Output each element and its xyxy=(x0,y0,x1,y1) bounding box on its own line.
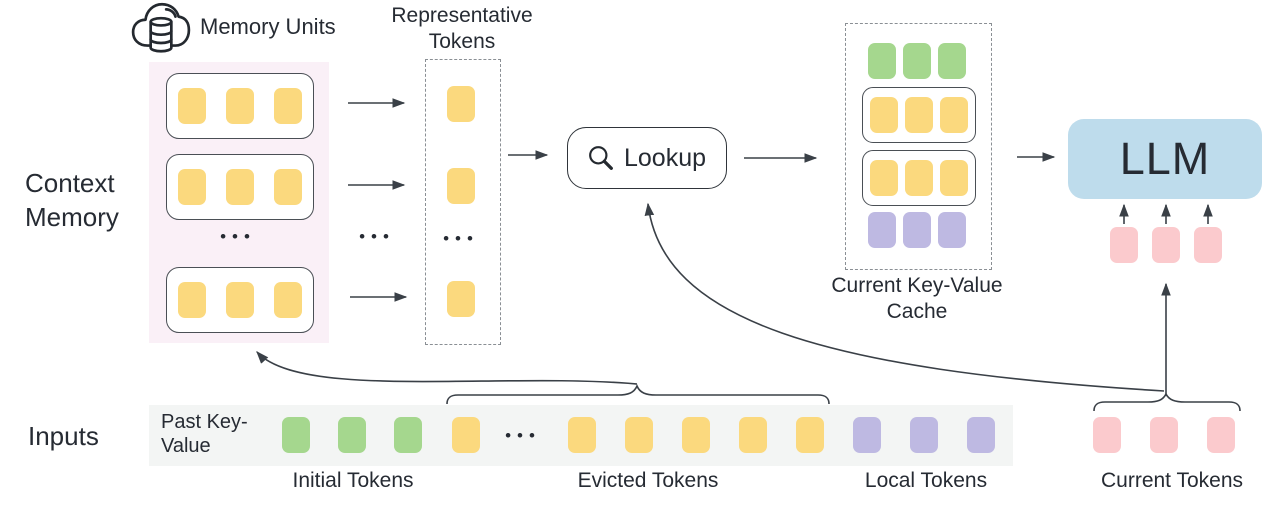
memory-token xyxy=(274,169,302,205)
inputs-label: Inputs xyxy=(28,421,99,451)
input-token-yellow xyxy=(796,417,824,453)
input-token-yellow xyxy=(568,417,596,453)
lookup-label: Lookup xyxy=(623,143,707,172)
memory-token xyxy=(178,282,206,318)
memory-unit-row xyxy=(166,267,314,333)
brace-current-tokens xyxy=(1093,392,1241,412)
input-token-purple xyxy=(910,417,938,453)
ellipsis: ••• xyxy=(220,227,256,246)
memory-token xyxy=(178,169,206,205)
brace-evicted-tokens xyxy=(446,383,830,405)
input-token-pink xyxy=(1150,417,1178,453)
memory-units-label: Memory Units xyxy=(200,14,336,39)
cache-token-purple xyxy=(868,212,896,248)
representative-token xyxy=(447,86,475,122)
input-token-yellow xyxy=(739,417,767,453)
local-tokens-label: Local Tokens xyxy=(864,469,988,492)
input-token-pink xyxy=(1207,417,1235,453)
past-key-value-label: Past Key-Value xyxy=(161,411,248,458)
current-kv-cache-label: Current Key-Value Cache xyxy=(831,274,1003,323)
cache-token-yellow xyxy=(905,160,933,196)
cache-token-green xyxy=(903,43,931,79)
memory-token xyxy=(274,282,302,318)
cache-token-purple xyxy=(938,212,966,248)
current-tokens-group xyxy=(1093,417,1235,453)
cache-local-row xyxy=(868,212,966,248)
representative-token xyxy=(447,168,475,204)
representative-tokens-panel: ••• xyxy=(425,59,501,345)
evicted-tokens-label: Evicted Tokens xyxy=(577,469,719,492)
local-tokens-group xyxy=(853,417,995,453)
llm-input-token xyxy=(1110,227,1138,263)
memory-token xyxy=(178,88,206,124)
memory-token xyxy=(226,282,254,318)
curve-evicted-to-memory xyxy=(256,351,638,385)
input-token-green xyxy=(338,417,366,453)
input-token-purple xyxy=(967,417,995,453)
memory-unit-row xyxy=(166,73,314,139)
cache-token-yellow xyxy=(905,97,933,133)
lookup-button: Lookup xyxy=(567,127,727,189)
llm-label: LLM xyxy=(1119,133,1211,184)
input-token-pink xyxy=(1093,417,1121,453)
representative-tokens-label: Representative Tokens xyxy=(391,4,533,54)
initial-tokens-group xyxy=(282,417,422,453)
cloud-database-icon xyxy=(131,2,191,53)
llm-input-token xyxy=(1194,227,1222,263)
ellipsis: ••• xyxy=(505,426,541,445)
context-memory-label: Context Memory xyxy=(25,168,119,232)
ellipsis: ••• xyxy=(359,227,395,246)
cache-token-purple xyxy=(903,212,931,248)
input-token-yellow xyxy=(625,417,653,453)
input-token-green xyxy=(282,417,310,453)
cache-token-yellow xyxy=(940,160,968,196)
input-token-yellow xyxy=(452,417,480,453)
llm-input-tokens xyxy=(1110,227,1222,263)
memory-token xyxy=(226,88,254,124)
representative-token xyxy=(447,281,475,317)
initial-tokens-label: Initial Tokens xyxy=(292,469,414,492)
search-icon xyxy=(589,146,613,170)
memory-token xyxy=(226,169,254,205)
ellipsis: ••• xyxy=(443,229,479,248)
evicted-tokens-group xyxy=(568,417,824,453)
cache-retrieved-unit xyxy=(862,87,976,143)
cache-token-green xyxy=(938,43,966,79)
current-kv-cache-panel xyxy=(845,23,992,270)
cache-token-yellow xyxy=(870,97,898,133)
memory-unit-row xyxy=(166,154,314,220)
current-tokens-label: Current Tokens xyxy=(1100,469,1244,492)
llm-box: LLM xyxy=(1068,119,1262,199)
input-token-yellow xyxy=(682,417,710,453)
cache-retrieved-unit xyxy=(862,150,976,206)
cache-token-green xyxy=(868,43,896,79)
cache-token-yellow xyxy=(870,160,898,196)
llm-input-token xyxy=(1152,227,1180,263)
input-token-purple xyxy=(853,417,881,453)
memory-token xyxy=(274,88,302,124)
cache-initial-row xyxy=(868,43,966,79)
input-token-green xyxy=(394,417,422,453)
cache-token-yellow xyxy=(940,97,968,133)
